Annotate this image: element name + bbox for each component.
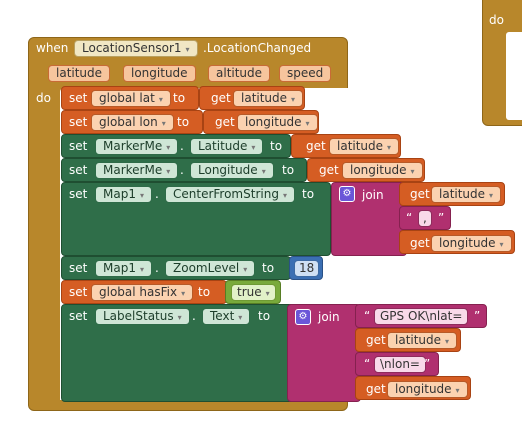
gear-icon[interactable]: ⚙: [295, 309, 311, 325]
variable-dropdown[interactable]: global lat▾: [91, 90, 171, 107]
get-label: get: [215, 115, 235, 129]
to-label: to: [270, 139, 283, 153]
dot-label: .: [180, 163, 184, 177]
background-event-notch: [506, 32, 522, 120]
set-label: set: [69, 163, 88, 177]
set-label: set: [69, 285, 88, 299]
set-label: set: [69, 309, 88, 323]
get-label: get: [306, 139, 326, 153]
to-label: to: [258, 309, 271, 323]
get-variable-dropdown[interactable]: longitude▾: [342, 162, 423, 179]
to-label: to: [177, 115, 190, 129]
set-label: set: [69, 139, 88, 153]
get-variable-dropdown[interactable]: latitude▾: [329, 138, 400, 155]
component-dropdown[interactable]: LabelStatus▾: [95, 308, 190, 325]
get-label: get: [410, 236, 430, 250]
quote-icon: “: [364, 357, 371, 371]
get-variable-dropdown[interactable]: latitude▾: [387, 332, 458, 349]
set-label: set: [69, 187, 88, 201]
param-altitude[interactable]: altitude: [208, 65, 271, 82]
to-label: to: [198, 285, 211, 299]
component-dropdown[interactable]: Map1▾: [95, 186, 152, 203]
quote-icon: ”: [424, 357, 431, 371]
to-label: to: [302, 187, 315, 201]
param-longitude[interactable]: longitude: [123, 65, 196, 82]
property-dropdown[interactable]: Text▾: [202, 308, 251, 325]
boolean-dropdown[interactable]: true▾: [231, 284, 276, 301]
set-label: set: [69, 261, 88, 275]
get-label: get: [366, 333, 386, 347]
set-label: set: [69, 91, 88, 105]
param-speed[interactable]: speed: [279, 65, 332, 82]
to-label: to: [262, 261, 275, 275]
variable-dropdown[interactable]: global hasFix▾: [91, 284, 194, 301]
when-label: when: [36, 41, 69, 55]
component-name: LocationSensor1: [82, 41, 182, 55]
param-latitude[interactable]: latitude: [48, 65, 111, 82]
background-do-label: do: [489, 13, 504, 27]
get-variable-dropdown[interactable]: longitude▾: [431, 235, 512, 252]
component-dropdown[interactable]: Map1▾: [95, 260, 152, 277]
dot-label: .: [155, 187, 159, 201]
event-name: .LocationChanged: [203, 41, 312, 55]
text-literal-field[interactable]: GPS OK\nlat=: [374, 308, 469, 325]
number-field[interactable]: 18: [294, 260, 320, 277]
get-variable-dropdown[interactable]: latitude▾: [233, 90, 304, 107]
dot-label: .: [180, 139, 184, 153]
do-label: do: [36, 91, 51, 105]
to-label: to: [282, 163, 295, 177]
quote-icon: “: [406, 211, 413, 225]
get-label: get: [211, 91, 231, 105]
component-dropdown[interactable]: MarkerMe▾: [95, 162, 179, 179]
dot-label: .: [155, 261, 159, 275]
component-dropdown[interactable]: LocationSensor1▾: [74, 40, 198, 57]
method-dropdown[interactable]: CenterFromString▾: [165, 186, 295, 203]
property-dropdown[interactable]: Latitude▾: [190, 138, 264, 155]
variable-dropdown[interactable]: global lon▾: [91, 114, 174, 131]
get-label: get: [410, 187, 430, 201]
set-label: set: [69, 115, 88, 129]
text-literal-field[interactable]: ,: [418, 210, 432, 227]
get-variable-dropdown[interactable]: longitude▾: [237, 114, 318, 131]
property-dropdown[interactable]: Longitude▾: [190, 162, 274, 179]
dropdown-arrow-icon: ▾: [185, 45, 190, 54]
get-variable-dropdown[interactable]: latitude▾: [431, 186, 502, 203]
get-label: get: [366, 382, 386, 396]
join-label: join: [318, 310, 340, 324]
get-label: get: [319, 163, 339, 177]
quote-icon: ”: [474, 309, 481, 323]
gear-icon[interactable]: ⚙: [339, 186, 355, 202]
join-label: join: [362, 188, 384, 202]
text-literal-field[interactable]: \nlon=: [374, 356, 426, 373]
quote-icon: “: [364, 309, 371, 323]
property-dropdown[interactable]: ZoomLevel▾: [165, 260, 256, 277]
get-variable-dropdown[interactable]: longitude▾: [387, 381, 468, 398]
dot-label: .: [192, 309, 196, 323]
component-dropdown[interactable]: MarkerMe▾: [95, 138, 179, 155]
to-label: to: [173, 91, 186, 105]
quote-icon: ”: [438, 211, 445, 225]
